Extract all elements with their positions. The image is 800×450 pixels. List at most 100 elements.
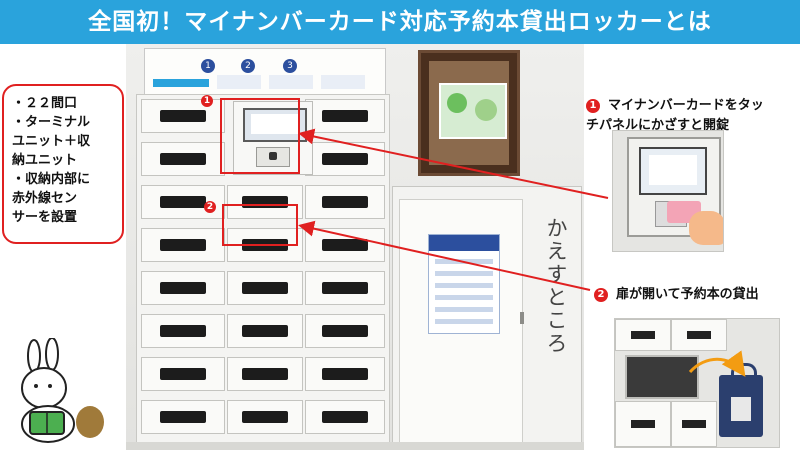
poster-block bbox=[321, 75, 365, 89]
locker-door bbox=[305, 185, 385, 219]
door-slot bbox=[160, 110, 206, 122]
terminal-highlight bbox=[220, 98, 300, 174]
door-slot bbox=[322, 368, 368, 380]
features-callout: ・２２間口 ・ターミナル ユニット＋収 納ユニット ・収納内部に 赤外線セン サ… bbox=[2, 84, 124, 244]
return-box: かえすところ bbox=[392, 186, 582, 450]
door-slot bbox=[322, 239, 368, 251]
feature-line: サーを設置 bbox=[12, 210, 78, 225]
step-2-photo bbox=[614, 318, 780, 448]
touch-panel bbox=[243, 108, 307, 142]
door-slot bbox=[160, 153, 206, 165]
feature-line: 赤外線セン bbox=[12, 191, 78, 206]
door-slot bbox=[242, 282, 288, 294]
board-poster bbox=[439, 83, 507, 139]
locker-door bbox=[615, 319, 671, 351]
door-slot bbox=[322, 110, 368, 122]
door-slot bbox=[160, 368, 206, 380]
door-slot bbox=[322, 282, 368, 294]
step-1-text-line2: チパネルにかざすと開錠 bbox=[586, 118, 730, 133]
return-box-flyer bbox=[428, 234, 500, 334]
feature-line: 納ユニット bbox=[12, 153, 78, 168]
book-bag-icon bbox=[719, 375, 763, 437]
touch-panel-screen bbox=[251, 114, 299, 134]
step-1-number: 1 bbox=[586, 98, 600, 113]
locker-door bbox=[141, 228, 225, 262]
locker-door bbox=[227, 271, 303, 305]
locker-door bbox=[141, 271, 225, 305]
locker-door bbox=[141, 99, 225, 133]
locker-door bbox=[671, 401, 717, 447]
door-handle bbox=[520, 312, 524, 324]
page-title: 全国初！マイナンバーカード対応予約本貸出ロッカーとは bbox=[0, 0, 800, 44]
card-reader bbox=[256, 147, 290, 167]
touch-panel-closeup bbox=[639, 147, 707, 195]
cork-surface bbox=[429, 61, 509, 165]
locker-door bbox=[305, 228, 385, 262]
locker-door bbox=[615, 401, 671, 447]
locker-door bbox=[305, 99, 385, 133]
feature-line: ユニット＋収 bbox=[12, 134, 91, 149]
step-1-badge: 1 bbox=[201, 95, 213, 107]
poster-step-2-icon: 2 bbox=[241, 59, 255, 73]
locker-door bbox=[141, 142, 225, 176]
locker-photo: 1 2 3 かえすところ bbox=[126, 44, 584, 450]
door-slot bbox=[160, 325, 206, 337]
poster-banner bbox=[153, 79, 209, 87]
door-slot bbox=[631, 331, 655, 339]
locker-door bbox=[141, 357, 225, 391]
door-slot bbox=[160, 196, 206, 208]
rabbit-mascot-icon bbox=[21, 338, 104, 443]
return-box-label: かえすところ bbox=[544, 217, 568, 355]
step-2-description: 2 扉が開いて予約本の貸出 bbox=[594, 285, 794, 305]
locker-door bbox=[227, 400, 303, 434]
door-slot bbox=[687, 331, 711, 339]
door-slot bbox=[160, 411, 206, 423]
floor bbox=[126, 442, 584, 450]
flyer-line bbox=[435, 271, 493, 276]
door-slot bbox=[322, 325, 368, 337]
step-2-number: 2 bbox=[594, 287, 608, 302]
step-1-text-line1: マイナンバーカードをタッ bbox=[608, 98, 764, 113]
locker-door bbox=[671, 319, 727, 351]
hand-icon bbox=[689, 211, 723, 245]
poster-step-3-icon: 3 bbox=[283, 59, 297, 73]
step-1-description: 1 マイナンバーカードをタッ チパネルにかざすと開錠 bbox=[586, 96, 798, 136]
step-2-text-line1: 扉が開いて予約本の貸出 bbox=[616, 287, 759, 302]
door-slot bbox=[682, 420, 706, 428]
feature-line: ・２２間口 bbox=[12, 96, 78, 111]
door-slot bbox=[242, 368, 288, 380]
locker-door bbox=[305, 142, 385, 176]
flyer-line bbox=[435, 319, 493, 324]
door-slot bbox=[160, 282, 206, 294]
door-slot bbox=[322, 411, 368, 423]
bulletin-board bbox=[418, 50, 520, 176]
poster-block bbox=[269, 75, 313, 89]
instruction-poster: 1 2 3 bbox=[144, 48, 386, 98]
step-1-photo bbox=[612, 130, 724, 252]
feature-line: ・収納内部に bbox=[12, 172, 91, 187]
locker-door bbox=[305, 271, 385, 305]
flyer-line bbox=[435, 295, 493, 300]
flyer-header bbox=[429, 235, 499, 251]
locker-door bbox=[305, 357, 385, 391]
poster-step-1-icon: 1 bbox=[201, 59, 215, 73]
locker-door bbox=[141, 314, 225, 348]
bag-label bbox=[731, 397, 751, 421]
flyer-line bbox=[435, 259, 493, 264]
locker-door bbox=[305, 314, 385, 348]
locker-door bbox=[227, 314, 303, 348]
return-box-door bbox=[399, 199, 524, 447]
nfc-card-icon bbox=[269, 152, 277, 160]
flyer-line bbox=[435, 283, 493, 288]
door-slot bbox=[160, 239, 206, 251]
locker-door bbox=[141, 400, 225, 434]
flyer-line bbox=[435, 307, 493, 312]
door-slot bbox=[242, 411, 288, 423]
door-slot bbox=[242, 325, 288, 337]
open-locker-compartment bbox=[625, 355, 699, 399]
poster-block bbox=[217, 75, 261, 89]
tree-icon bbox=[475, 99, 497, 121]
locker-door bbox=[305, 400, 385, 434]
door-slot bbox=[322, 196, 368, 208]
door-slot bbox=[322, 153, 368, 165]
